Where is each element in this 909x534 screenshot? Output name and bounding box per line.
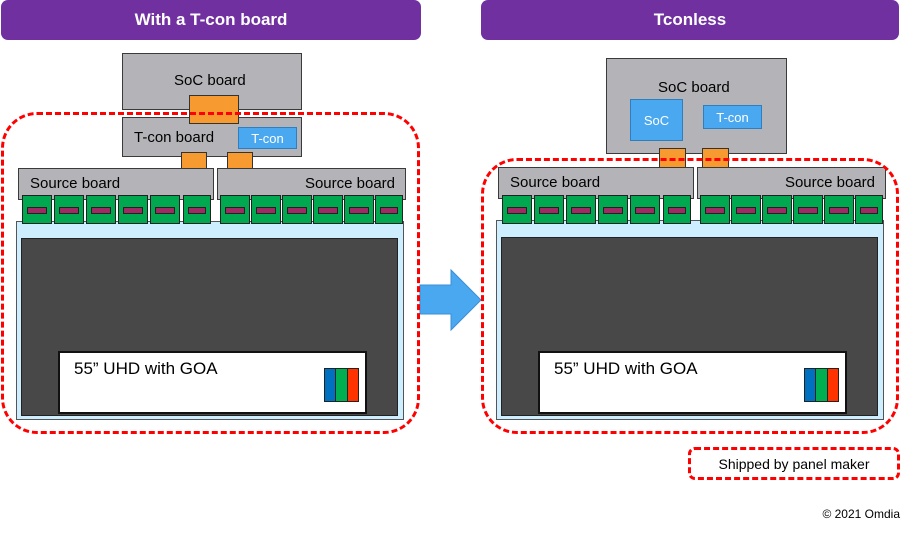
- driver-ic: [630, 195, 660, 224]
- driver-ic: [534, 195, 564, 224]
- driver-ic: [855, 195, 883, 224]
- driver-ic-chip: [571, 207, 591, 214]
- panel-maker-outline-right: [481, 158, 899, 434]
- driver-ic: [700, 195, 730, 224]
- driver-ic: [86, 195, 116, 224]
- driver-ic-chip: [287, 207, 307, 214]
- driver-ic: [22, 195, 52, 224]
- driver-ic-chip: [705, 207, 725, 214]
- driver-ic: [183, 195, 211, 224]
- header-title: Tconless: [653, 10, 727, 29]
- header-tconless: Tconless: [481, 0, 899, 40]
- driver-ic-chip: [91, 207, 111, 214]
- soc-chip-label: SoC: [643, 112, 670, 128]
- driver-ic-chip: [256, 207, 276, 214]
- source-board-label: Source board: [304, 175, 395, 192]
- copyright-text: © 2021 Omdia: [822, 507, 900, 521]
- panel-label: 55” UHD with GOA: [554, 359, 698, 378]
- driver-ic: [731, 195, 761, 224]
- tcon-chip: T-con: [703, 105, 762, 129]
- driver-ic-chip: [635, 207, 655, 214]
- driver-ic: [824, 195, 854, 224]
- driver-ic: [54, 195, 84, 224]
- driver-ic: [793, 195, 823, 224]
- tcon-chip-label: T-con: [716, 109, 749, 125]
- driver-ic-chip: [27, 207, 47, 214]
- right-arrow-icon: [419, 268, 482, 332]
- source-board-left: Source board: [498, 167, 694, 199]
- driver-ic-chip: [736, 207, 756, 214]
- driver-ic-chip: [507, 207, 527, 214]
- driver-ic-chip: [767, 207, 787, 214]
- rgb-subpixel-icon: [804, 368, 839, 402]
- connector-soc-tcon: [189, 95, 239, 124]
- driver-ic: [150, 195, 180, 224]
- driver-ic-chip: [860, 207, 878, 214]
- soc-board: SoC board SoC T-con: [606, 58, 787, 154]
- driver-ic-chip: [123, 207, 143, 214]
- source-board-right: Source board: [217, 168, 406, 200]
- driver-ic-chip: [668, 207, 686, 214]
- rgb-subpixel-icon: [324, 368, 359, 402]
- tcon-chip: T-con: [238, 127, 297, 149]
- driver-ic-chip: [188, 207, 206, 214]
- driver-ic: [598, 195, 628, 224]
- tcon-chip-label: T-con: [251, 130, 284, 146]
- panel-label: 55” UHD with GOA: [74, 359, 218, 378]
- driver-ic: [344, 195, 374, 224]
- tcon-board-label: T-con board: [134, 129, 215, 146]
- source-board-left: Source board: [18, 168, 214, 200]
- driver-ic: [566, 195, 596, 224]
- driver-ic: [282, 195, 312, 224]
- driver-ic-chip: [539, 207, 559, 214]
- driver-ic: [118, 195, 148, 224]
- driver-ic-chip: [155, 207, 175, 214]
- driver-ic: [502, 195, 532, 224]
- driver-ic-chip: [59, 207, 79, 214]
- driver-ic-chip: [798, 207, 818, 214]
- driver-ic-chip: [349, 207, 369, 214]
- source-board-right: Source board: [697, 167, 886, 199]
- panel-label-box: 55” UHD with GOA: [538, 351, 847, 414]
- tcon-board: T-con board T-con: [122, 117, 302, 157]
- driver-ic-chip: [829, 207, 849, 214]
- driver-ic: [220, 195, 250, 224]
- legend-shipped-by-panel-maker: Shipped by panel maker: [688, 447, 900, 480]
- soc-board-label: SoC board: [174, 72, 246, 89]
- soc-chip: SoC: [630, 99, 683, 141]
- driver-ic: [762, 195, 792, 224]
- header-with-tcon-board: With a T-con board: [1, 0, 421, 40]
- panel-maker-outline-left: [1, 112, 420, 434]
- driver-ic: [251, 195, 281, 224]
- panel-label-box: 55” UHD with GOA: [58, 351, 367, 414]
- driver-ic-chip: [603, 207, 623, 214]
- source-board-label: Source board: [30, 175, 121, 192]
- soc-board-label: SoC board: [658, 79, 730, 96]
- source-board-label: Source board: [510, 174, 601, 191]
- copyright: © 2021 Omdia: [822, 507, 900, 521]
- source-board-label: Source board: [784, 174, 875, 191]
- driver-ic: [375, 195, 403, 224]
- header-title: With a T-con board: [134, 10, 288, 29]
- driver-ic: [313, 195, 343, 224]
- legend-label: Shipped by panel maker: [718, 455, 870, 472]
- driver-ic-chip: [380, 207, 398, 214]
- driver-ic: [663, 195, 691, 224]
- driver-ic-chip: [225, 207, 245, 214]
- driver-ic-chip: [318, 207, 338, 214]
